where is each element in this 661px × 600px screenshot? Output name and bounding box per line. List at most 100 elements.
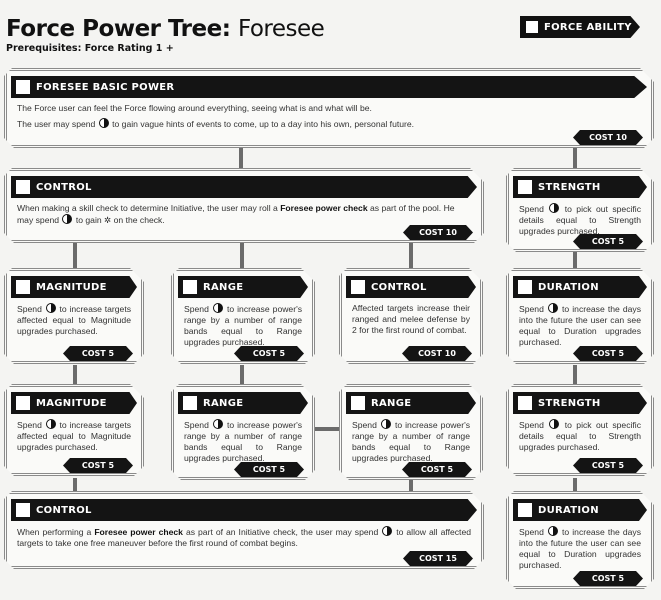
force-pip-icon bbox=[382, 526, 392, 536]
badge-label: FORCE ABILITY bbox=[544, 21, 632, 33]
card-control-1[interactable]: CONTROL When making a skill check to det… bbox=[4, 168, 484, 243]
card-header: FORESEE BASIC POWER bbox=[11, 76, 647, 98]
card-body: Spend to increase targets affected equal… bbox=[17, 419, 131, 453]
text: Spend bbox=[519, 304, 544, 314]
cost-badge: COST 15 bbox=[403, 551, 473, 566]
card-body: Spend to increase power's range by a num… bbox=[352, 419, 470, 464]
card-body: When making a skill check to determine I… bbox=[17, 203, 471, 226]
card-range-2[interactable]: RANGE Spend to increase power's range by… bbox=[171, 384, 315, 480]
card-duration-1[interactable]: DURATION Spend to increase the days into… bbox=[506, 268, 654, 364]
checkbox-square-icon bbox=[16, 503, 30, 517]
cost-badge: COST 5 bbox=[573, 346, 643, 361]
card-title: STRENGTH bbox=[538, 397, 601, 409]
body-line: The user may spend to gain vague hints o… bbox=[17, 118, 641, 130]
card-title: CONTROL bbox=[36, 504, 92, 516]
cost-badge: COST 5 bbox=[234, 462, 304, 477]
card-title: RANGE bbox=[371, 397, 412, 409]
card-range-1[interactable]: RANGE Spend to increase power's range by… bbox=[171, 268, 315, 364]
text: to gain vague hints of events to come, u… bbox=[112, 119, 415, 129]
card-control-3[interactable]: CONTROL When performing a Foresee power … bbox=[4, 491, 484, 569]
card-magnitude-1[interactable]: MAGNITUDE Spend to increase targets affe… bbox=[4, 268, 144, 364]
card-title: DURATION bbox=[538, 504, 599, 516]
title-power-name: Foresee bbox=[237, 16, 325, 42]
cost-badge: COST 5 bbox=[402, 462, 472, 477]
card-title: RANGE bbox=[203, 281, 244, 293]
prerequisites: Prerequisites: Force Rating 1 + bbox=[6, 43, 174, 54]
card-header: RANGE bbox=[178, 276, 308, 298]
text: as part of the pool. He may spend bbox=[17, 203, 455, 225]
card-magnitude-2[interactable]: MAGNITUDE Spend to increase targets affe… bbox=[4, 384, 144, 476]
card-body: Affected targets increase their ranged a… bbox=[352, 303, 470, 335]
text: to increase power's range by a number of… bbox=[352, 420, 471, 463]
connector bbox=[409, 478, 413, 492]
card-body: When performing a Foresee power check as… bbox=[17, 526, 471, 549]
text: to allow all affected targets to take on… bbox=[17, 527, 471, 548]
text: Spend bbox=[519, 204, 544, 214]
card-title: DURATION bbox=[538, 281, 599, 293]
checkbox-square-icon bbox=[526, 21, 538, 33]
card-header: DURATION bbox=[513, 499, 647, 521]
checkbox-square-icon bbox=[16, 396, 30, 410]
card-header: DURATION bbox=[513, 276, 647, 298]
title-bold: Force Power Tree: bbox=[6, 16, 231, 42]
connector bbox=[573, 478, 577, 492]
card-control-2[interactable]: CONTROL Affected targets increase their … bbox=[339, 268, 483, 364]
force-pip-icon bbox=[548, 303, 558, 313]
cost-badge: COST 10 bbox=[573, 130, 643, 145]
card-body: Spend to increase the days into the futu… bbox=[519, 526, 641, 571]
card-header: RANGE bbox=[178, 392, 308, 414]
checkbox-square-icon bbox=[16, 80, 30, 94]
card-strength-2[interactable]: STRENGTH Spend to pick out specific deta… bbox=[506, 384, 654, 476]
page-title: Force Power Tree: Foresee bbox=[6, 16, 325, 42]
checkbox-square-icon bbox=[183, 396, 197, 410]
card-title: MAGNITUDE bbox=[36, 397, 107, 409]
checkbox-square-icon bbox=[518, 503, 532, 517]
text: on the check. bbox=[113, 215, 165, 225]
card-body: Spend to increase the days into the futu… bbox=[519, 303, 641, 348]
text: to increase targets affected equal to Ma… bbox=[17, 304, 132, 336]
card-header: RANGE bbox=[346, 392, 476, 414]
text: When making a skill check to determine I… bbox=[17, 203, 278, 213]
advantage-icon: ✲ bbox=[104, 215, 112, 225]
text: When performing a bbox=[17, 527, 92, 537]
connector bbox=[240, 238, 244, 270]
connector bbox=[73, 238, 77, 270]
force-pip-icon bbox=[46, 419, 56, 429]
card-header: STRENGTH bbox=[513, 392, 647, 414]
card-header: MAGNITUDE bbox=[11, 392, 137, 414]
card-foresee-basic-power[interactable]: FORESEE BASIC POWER The Force user can f… bbox=[4, 68, 654, 148]
cost-badge: COST 5 bbox=[63, 458, 133, 473]
card-duration-2[interactable]: DURATION Spend to increase the days into… bbox=[506, 491, 654, 589]
checkbox-square-icon bbox=[351, 280, 365, 294]
text: Spend bbox=[17, 304, 42, 314]
card-header: STRENGTH bbox=[513, 176, 647, 198]
card-header: CONTROL bbox=[11, 176, 477, 198]
cost-badge: COST 10 bbox=[402, 346, 472, 361]
text-bold: Foresee power check bbox=[94, 527, 183, 537]
text: Spend bbox=[184, 304, 209, 314]
connector bbox=[239, 140, 243, 172]
connector bbox=[73, 478, 77, 492]
card-title: STRENGTH bbox=[538, 181, 601, 193]
text: Spend bbox=[184, 420, 209, 430]
text: to increase the days into the future the… bbox=[519, 527, 641, 570]
card-body: Spend to increase power's range by a num… bbox=[184, 419, 302, 464]
connector bbox=[573, 250, 577, 270]
text: to gain bbox=[75, 215, 102, 225]
connector bbox=[240, 365, 244, 387]
card-title: CONTROL bbox=[371, 281, 427, 293]
force-pip-icon bbox=[549, 419, 559, 429]
checkbox-square-icon bbox=[183, 280, 197, 294]
cost-badge: COST 5 bbox=[573, 458, 643, 473]
cost-badge: COST 5 bbox=[63, 346, 133, 361]
text: Spend bbox=[519, 420, 544, 430]
checkbox-square-icon bbox=[518, 280, 532, 294]
text: to pick out specific details equal to St… bbox=[519, 420, 642, 452]
card-header: CONTROL bbox=[11, 499, 477, 521]
cost-badge: COST 10 bbox=[403, 225, 473, 240]
body-line: The Force user can feel the Force flowin… bbox=[17, 103, 372, 113]
card-body: Spend to increase targets affected equal… bbox=[17, 303, 131, 337]
card-range-3[interactable]: RANGE Spend to increase power's range by… bbox=[339, 384, 483, 480]
card-strength-1[interactable]: STRENGTH Spend to pick out specific deta… bbox=[506, 168, 654, 252]
card-body: Spend to pick out specific details equal… bbox=[519, 203, 641, 237]
